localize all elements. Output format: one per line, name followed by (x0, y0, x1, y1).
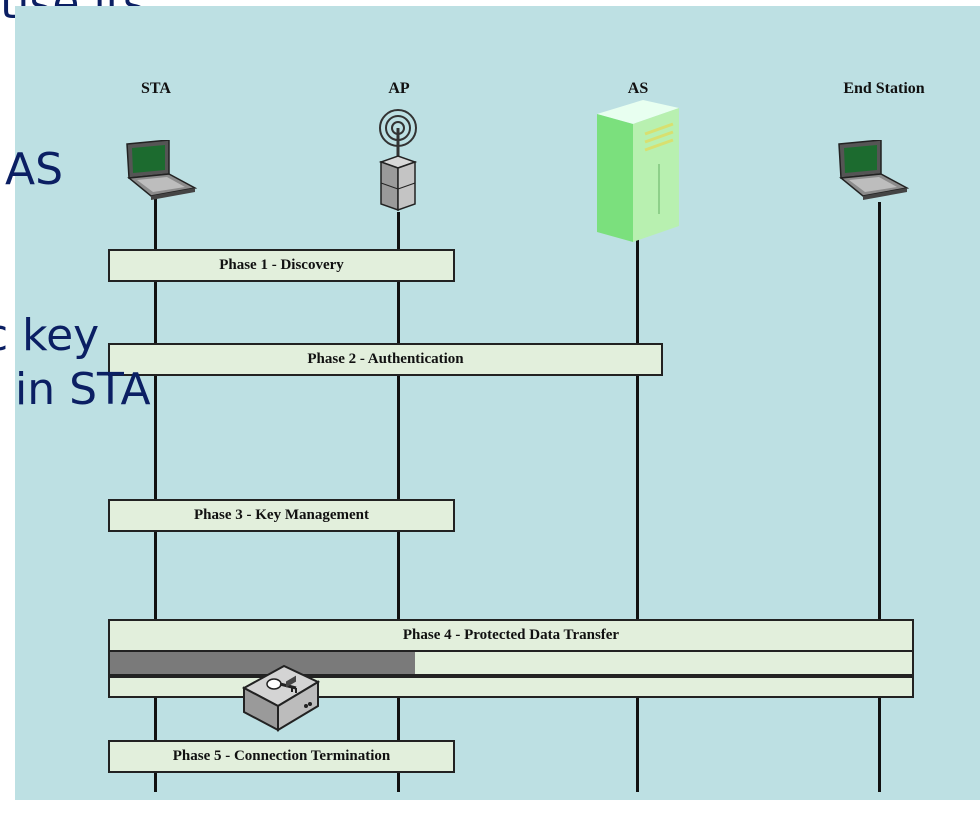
data-transfer-bar-2 (108, 676, 914, 698)
column-label-sta: STA (141, 80, 171, 98)
phase-4-box: Phase 4 - Protected Data Transfer (108, 619, 914, 652)
lifeline-sta (154, 192, 157, 792)
phase-2-box: Phase 2 - Authentication (108, 343, 663, 376)
laptop-icon (121, 140, 201, 200)
slide-text-line-4: in STA (15, 368, 151, 412)
wireless-access-point-icon (373, 106, 423, 216)
encryption-device-icon (240, 662, 322, 734)
lifeline-as (636, 234, 639, 792)
laptop-icon (833, 140, 913, 200)
column-label-end-station: End Station (843, 80, 924, 98)
phase-1-box: Phase 1 - Discovery (108, 249, 455, 282)
diagram-panel: STA AP AS End Station (15, 6, 980, 800)
phase-5-box: Phase 5 - Connection Termination (108, 740, 455, 773)
server-icon (593, 94, 683, 244)
lifeline-end-station (878, 202, 881, 792)
slide-text-line-2: AS (5, 148, 63, 192)
data-transfer-bar (108, 650, 914, 676)
slide-text-line-3: c key (0, 314, 99, 358)
phase-3-box: Phase 3 - Key Management (108, 499, 455, 532)
column-label-ap: AP (388, 80, 409, 98)
